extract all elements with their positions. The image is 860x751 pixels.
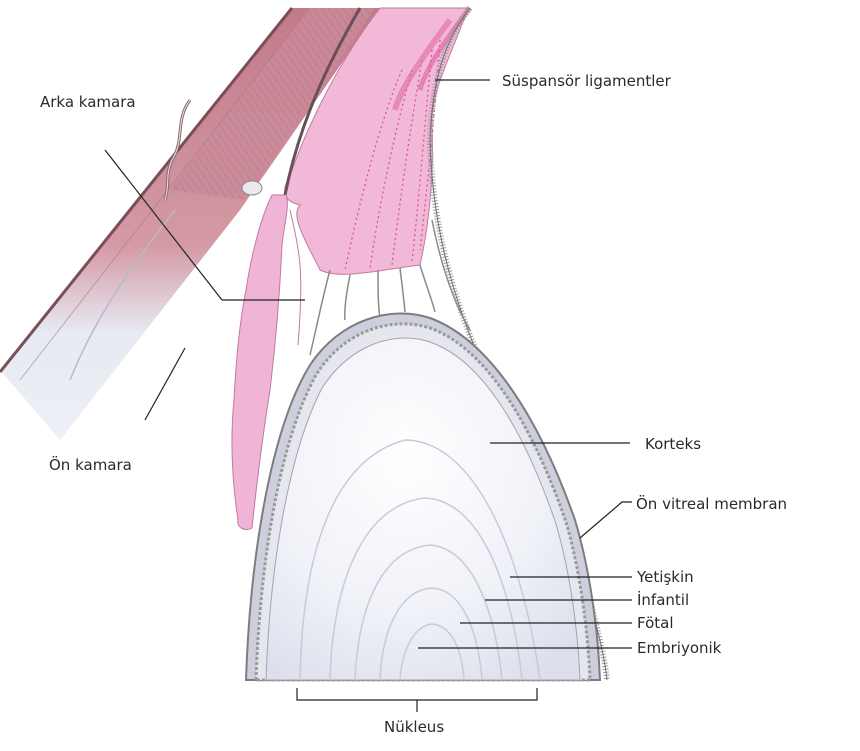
label-on-kamara: Ön kamara	[49, 456, 132, 474]
label-korteks: Korteks	[645, 435, 701, 453]
label-fotal: Fötal	[637, 614, 674, 632]
label-nukleus: Nükleus	[384, 718, 444, 736]
label-embriyonik: Embriyonik	[637, 639, 721, 657]
schlemm-canal	[242, 181, 262, 195]
label-yetiskin: Yetişkin	[637, 568, 694, 586]
label-infantil: İnfantil	[637, 591, 689, 609]
label-arka-kamara: Arka kamara	[40, 93, 136, 111]
label-suspansor-ligamentler: Süspansör ligamentler	[502, 72, 671, 90]
label-on-vitreal-membran: Ön vitreal membran	[636, 495, 787, 513]
